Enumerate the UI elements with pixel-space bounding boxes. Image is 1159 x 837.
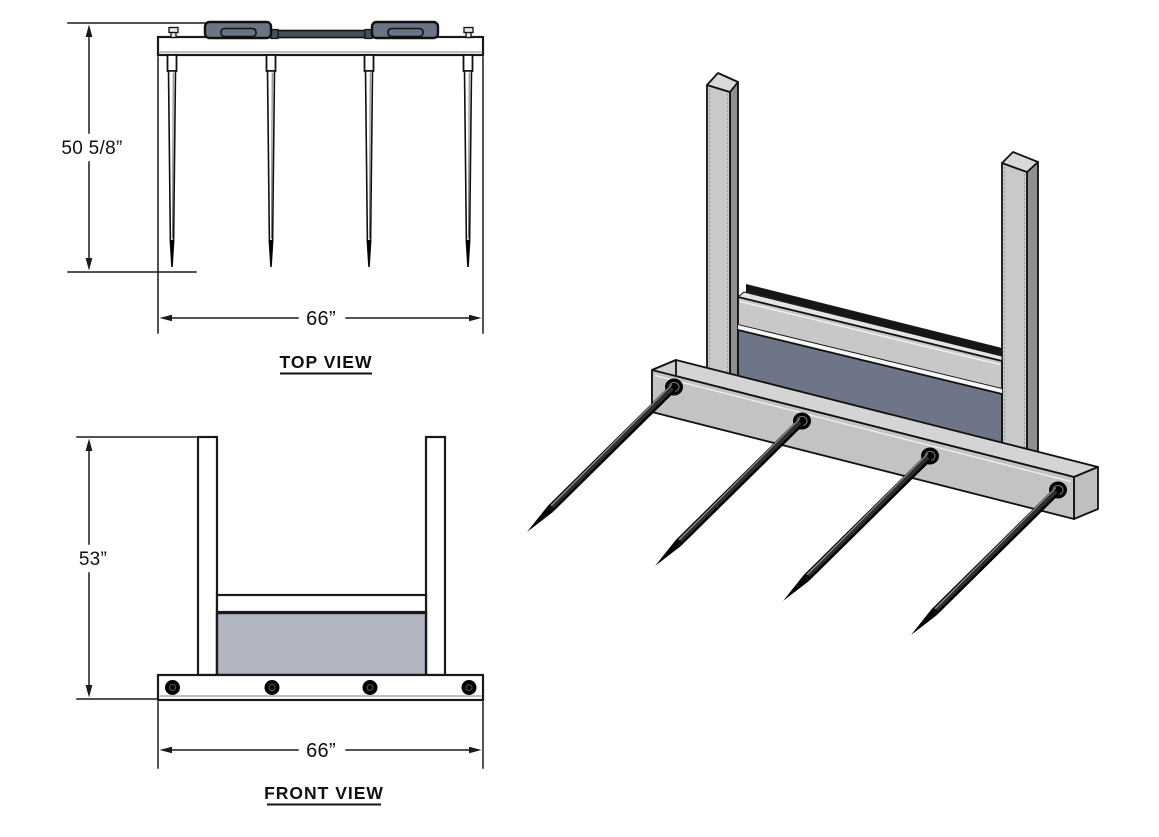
iso-main-beam	[651, 359, 1099, 520]
iso-post-right-top-face	[1001, 151, 1039, 173]
iso-crossbar-panel-gap	[738, 325, 1002, 394]
iso-post-left-top-face	[706, 72, 739, 93]
tine	[363, 54, 375, 268]
iso-post-right	[1001, 151, 1039, 466]
iso-beam-right-end-face	[1073, 466, 1099, 520]
bolt	[264, 680, 280, 695]
front-view-label: FRONT VIEW	[264, 783, 384, 803]
arrowhead	[85, 258, 93, 271]
top-view-label: TOP VIEW	[280, 352, 373, 372]
front-view-width-value: 66”	[306, 740, 336, 762]
top-view: 50 5/8”	[61, 20, 485, 375]
top-view-depth-value: 50 5/8”	[61, 138, 122, 159]
arrowhead	[85, 685, 93, 698]
arrowhead	[159, 746, 172, 754]
bolt-peg-left	[168, 26, 179, 39]
front-view: 53” 66” FRONT VIEW	[76, 435, 485, 806]
spear	[655, 412, 811, 566]
mounting-block-right	[370, 20, 440, 40]
tine	[166, 54, 178, 268]
tine	[265, 54, 277, 268]
iso-panel-shadow-edge	[746, 284, 1002, 356]
front-view-post-left	[196, 435, 219, 677]
mounting-block-left-slot	[220, 27, 257, 38]
iso-post-right-side-face	[1026, 161, 1039, 466]
arrowhead	[85, 438, 93, 451]
tines-top-view	[166, 54, 474, 268]
mounting-block-left	[203, 20, 273, 40]
front-view-post-right	[424, 435, 447, 677]
top-view-depth-dimension: 50 5/8”	[61, 22, 206, 273]
arrowhead	[85, 24, 93, 37]
front-view-crossbar	[215, 593, 428, 614]
top-view-width-dimension: 66”	[157, 56, 484, 334]
top-view-width-value: 66”	[306, 308, 336, 330]
iso-post-left	[706, 72, 739, 391]
arrowhead	[159, 314, 172, 322]
iso-beam-front-face	[651, 369, 1075, 520]
iso-post-left-front-face	[706, 84, 731, 391]
bolts-front-view	[165, 680, 477, 695]
spear	[527, 378, 683, 532]
isometric-view	[527, 72, 1099, 635]
front-view-back-panel	[215, 611, 428, 677]
arrowhead	[469, 746, 482, 754]
bolt	[461, 680, 477, 695]
tine	[462, 54, 474, 268]
front-view-height-value: 53”	[79, 549, 107, 570]
spear	[783, 447, 939, 601]
iso-post-right-front-face	[1001, 162, 1028, 466]
iso-spears	[527, 378, 1067, 635]
front-view-height-dimension: 53”	[76, 436, 197, 700]
spear	[911, 481, 1067, 635]
connector-bar	[270, 29, 373, 39]
bolt	[362, 680, 378, 695]
bolt-peg-right	[463, 26, 474, 39]
arrowhead	[469, 314, 482, 322]
bolt	[165, 680, 180, 695]
mounting-block-right-slot	[387, 27, 424, 38]
front-view-width-dimension: 66”	[157, 701, 484, 769]
iso-post-left-side-face	[729, 81, 739, 391]
